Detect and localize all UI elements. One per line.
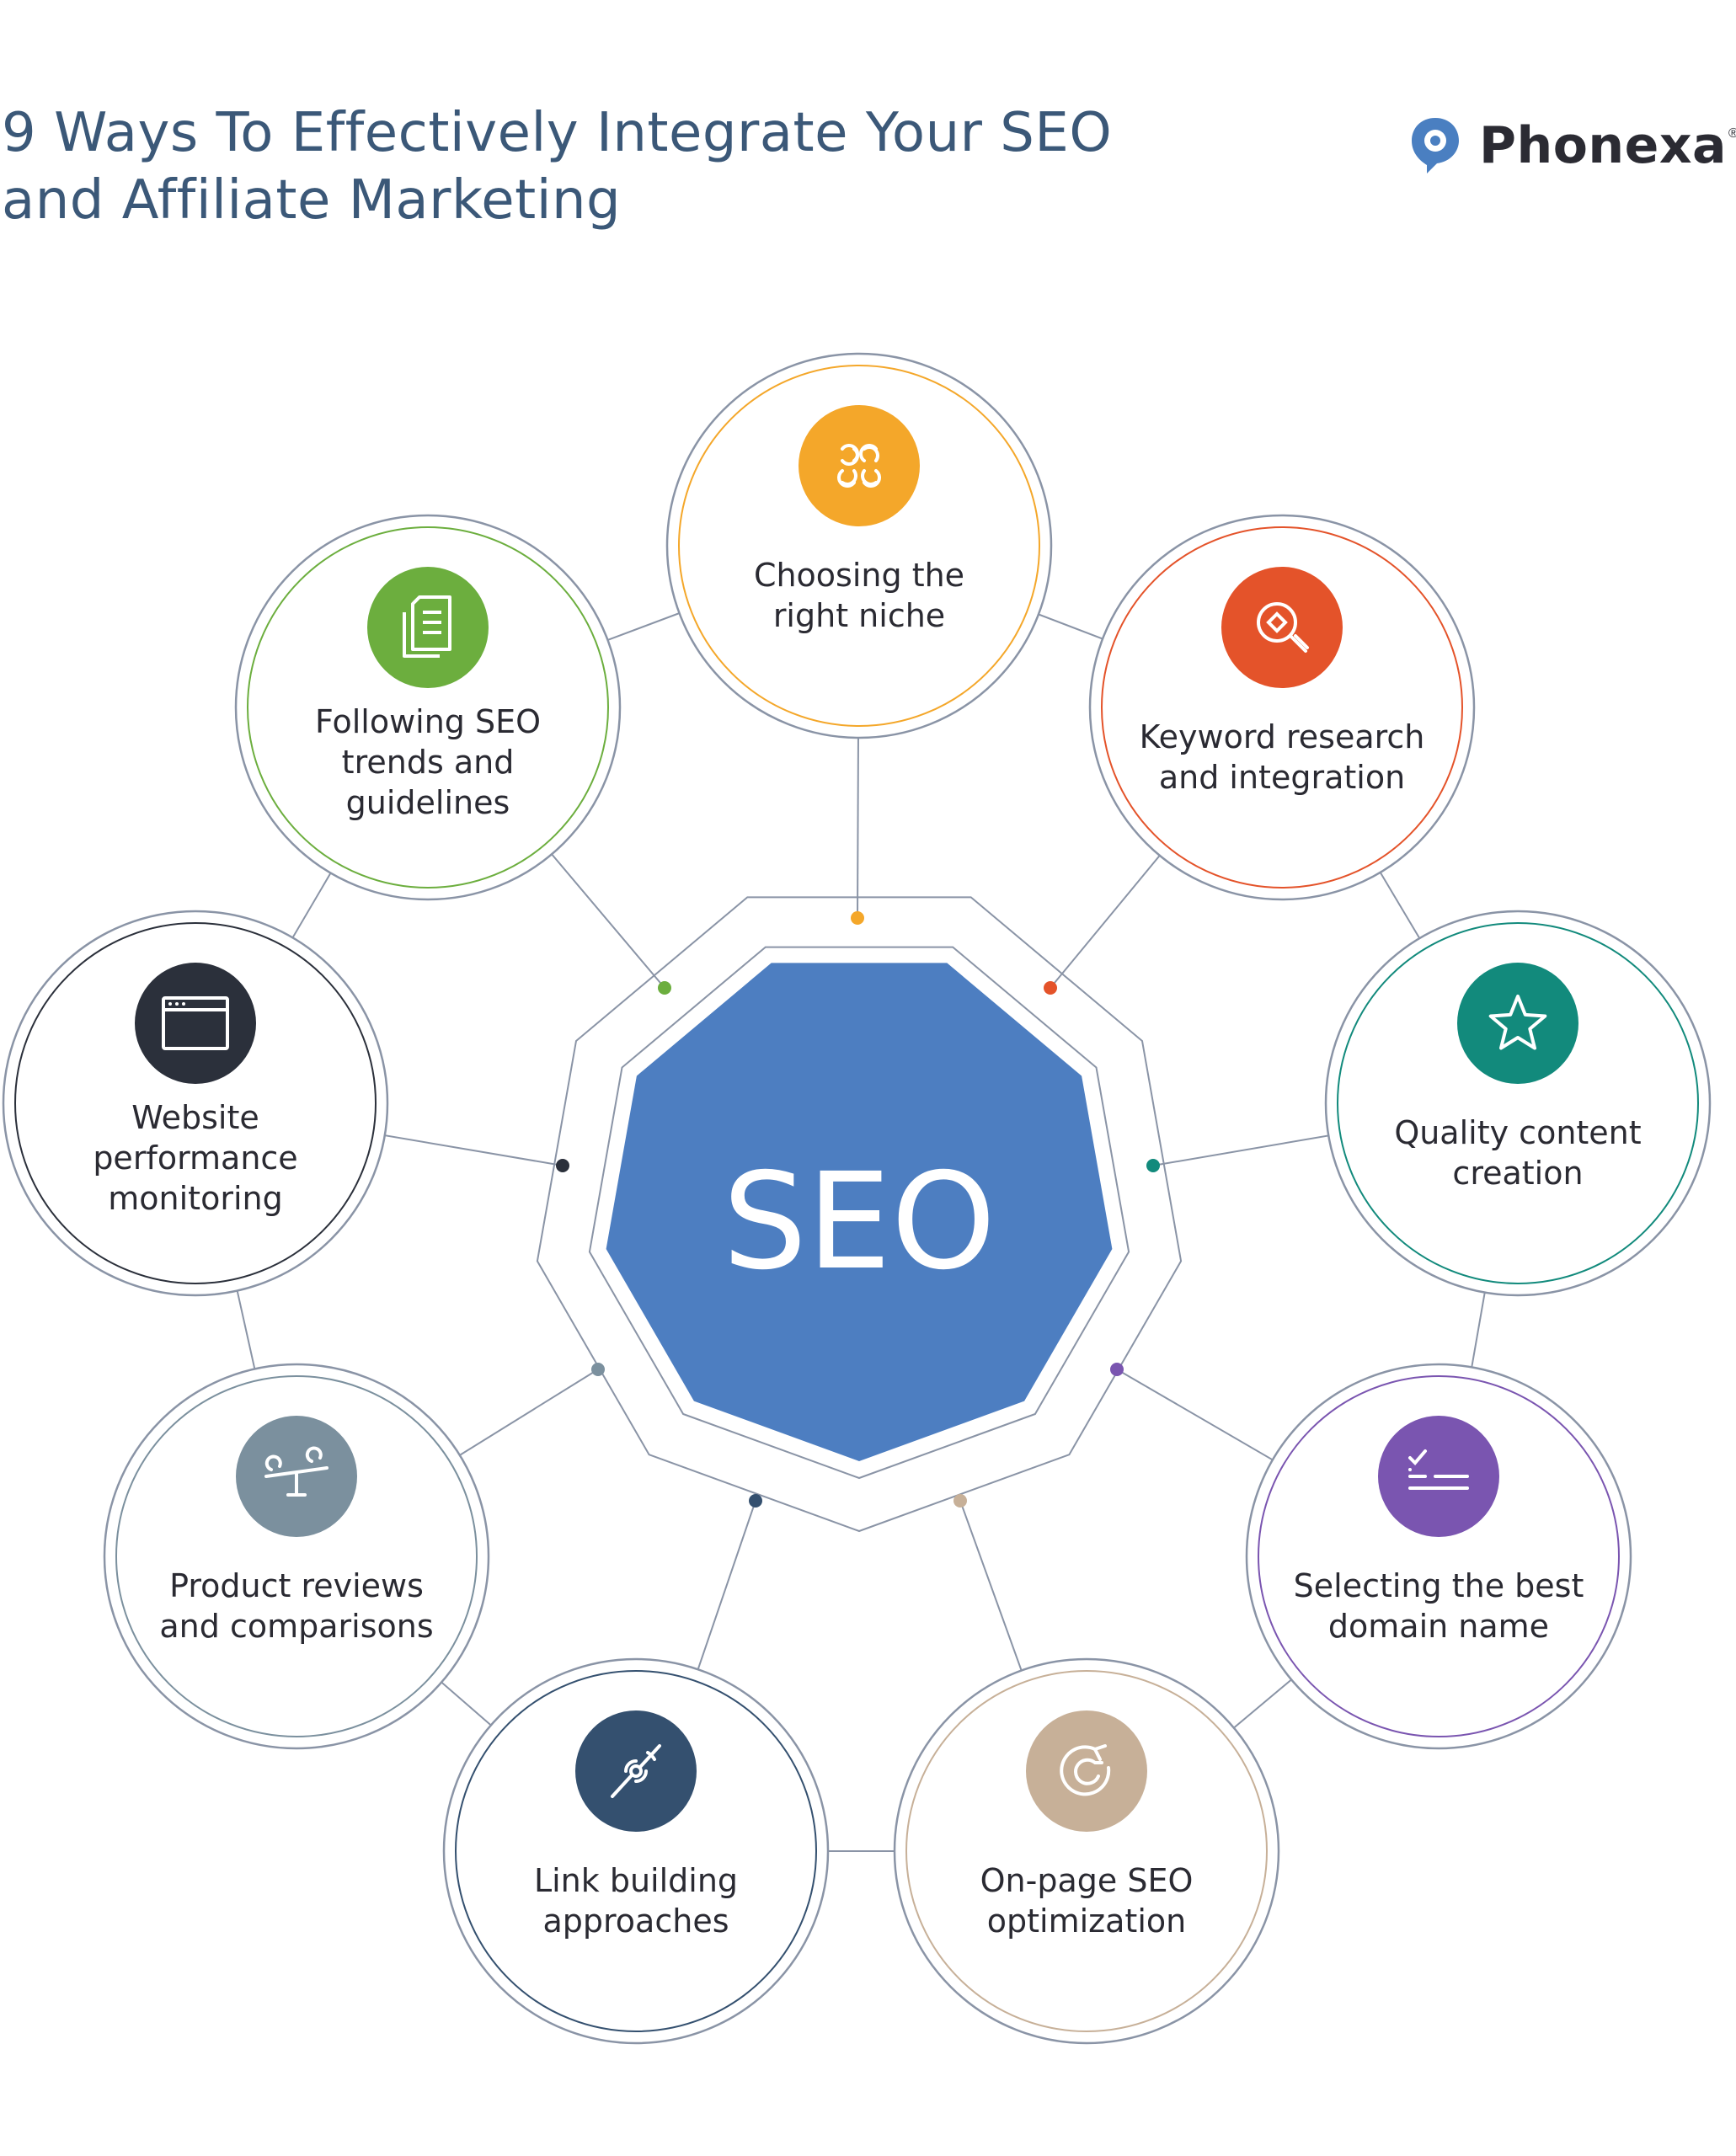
node-label-line: Keyword research [1140,718,1425,755]
node-label-line: On-page SEO [980,1862,1194,1899]
seo-hub: SEO [536,896,1183,1533]
node-inner-ring [455,1670,817,2032]
junction-dot-domain [1110,1363,1124,1376]
node-links: Link building approaches [442,1657,830,2045]
node-domain: Selecting the best domain name [1245,1363,1632,1750]
junction-dot-keyword [1044,981,1057,995]
brand-registered-mark: ® [1728,126,1736,141]
node-label-line: Product reviews [169,1567,424,1604]
junction-dot-niche [851,911,864,925]
node-keyword: Keyword research and integration [1088,514,1476,901]
node-outer-ring [103,1363,490,1750]
node-label-line: optimization [987,1903,1186,1940]
location-pin-icon [1412,118,1459,173]
node-outer-ring [893,1657,1280,2045]
documents-icon [403,595,451,658]
hub-fill [606,963,1113,1461]
junction-dot-reviews [591,1363,605,1376]
node-inner-ring [905,1670,1268,2032]
node-label-line: performance [93,1139,297,1177]
hub-label: SEO [723,1145,996,1299]
icon-disc [575,1710,697,1832]
node-inner-ring [1337,922,1699,1284]
brand-logo: Phonexa® [1408,108,1736,184]
junction-dot-trends [658,981,671,995]
icon-disc [1457,963,1578,1084]
node-content: Quality content creation [1324,910,1712,1297]
node-label-line: Link building [534,1862,738,1899]
node-label-line: creation [1452,1155,1583,1192]
node-inner-ring [115,1375,478,1737]
browser-window-icon [162,996,229,1050]
page-title: 9 Ways To Effectively Integrate Your SEO… [2,99,1181,234]
node-label-line: Selecting the best [1294,1567,1584,1604]
node-inner-ring [1101,526,1463,889]
node-inner-ring [1258,1375,1620,1737]
title-line-1: 9 Ways To Effectively Integrate Your SEO [2,102,1113,164]
node-label-line: Following SEO [315,703,541,740]
node-label-line: Choosing the [754,557,964,594]
node-inner-ring [247,526,609,889]
refresh-icon [1060,1744,1111,1796]
node-label-line: Quality content [1394,1114,1641,1151]
clover-icon [837,444,881,488]
node-outer-ring [1324,910,1712,1297]
node-reviews: Product reviews and comparisons [103,1363,490,1750]
junction-dot-onpage [953,1494,967,1508]
seesaw-icon [264,1446,329,1497]
node-onpage: On-page SEO optimization [893,1657,1280,2045]
node-outer-ring [665,352,1053,739]
star-icon [1488,995,1547,1050]
junction-dots [556,911,1160,1508]
node-outer-ring [442,1657,830,2045]
checklist-icon [1408,1449,1469,1490]
link-icon [611,1744,661,1798]
icon-disc [1026,1710,1147,1832]
title-line-2: and Affiliate Marketing [2,169,622,232]
brand-name: Phonexa [1479,116,1728,175]
node-inner-ring [14,922,377,1284]
junction-dot-monitoring [556,1159,569,1172]
node-label-line: guidelines [346,784,510,821]
node-label-line: approaches [542,1903,729,1940]
node-label-line: domain name [1328,1608,1549,1645]
magnifier-icon [1257,602,1309,653]
node-inner-ring [678,365,1040,727]
junction-dot-links [749,1494,762,1508]
icon-disc [135,963,256,1084]
icon-disc [367,567,489,688]
node-label-line: Website [131,1099,259,1136]
node-label-line: trends and [342,744,515,781]
node-label-line: right niche [773,597,945,634]
hub-outline [536,896,1183,1533]
node-outer-ring [1088,514,1476,901]
icon-disc [799,405,920,526]
node-label-line: and comparisons [159,1608,433,1645]
node-label-line: monitoring [108,1180,282,1217]
node-outer-ring [234,514,622,901]
node-label-line: and integration [1159,759,1405,796]
node-outer-ring [1245,1363,1632,1750]
node-outer-ring [2,910,389,1297]
junction-dot-content [1146,1159,1160,1172]
